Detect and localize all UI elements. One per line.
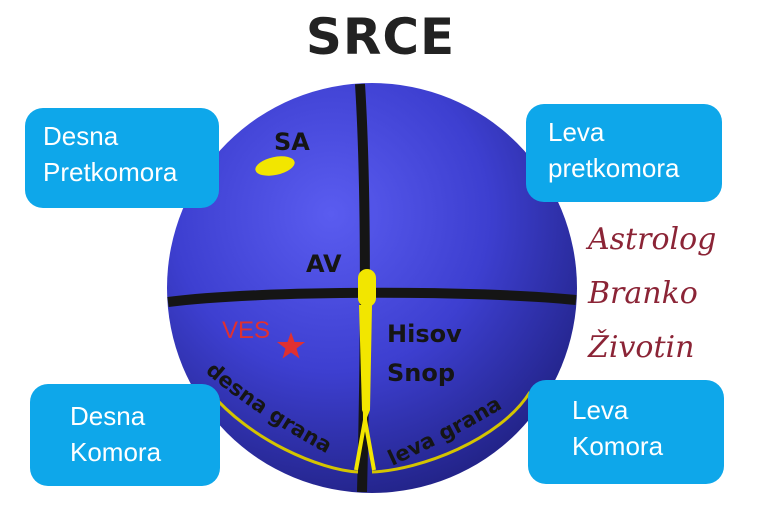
leva-pretkomora-line1: Leva xyxy=(548,117,605,147)
signature-line-3: Životin xyxy=(588,330,695,365)
sa-label: SA xyxy=(274,128,310,156)
leva-komora-line2: Komora xyxy=(572,431,664,461)
ves-label: VES xyxy=(222,317,270,344)
desna-komora-line1: Desna xyxy=(70,401,146,431)
hisov-snop-bundle xyxy=(359,305,372,420)
desna-komora-line2: Komora xyxy=(70,437,162,467)
snop-label: Snop xyxy=(387,359,455,387)
leva-komora-line1: Leva xyxy=(572,395,629,425)
desna-komora-box: Desna Komora xyxy=(30,384,220,486)
page-title: SRCE xyxy=(305,8,456,66)
signature-line-2: Branko xyxy=(588,276,698,311)
sa-node xyxy=(255,156,295,176)
leva-komora-box: Leva Komora xyxy=(528,380,724,484)
desna-grana-branch xyxy=(208,391,359,474)
ves-star-icon xyxy=(277,332,305,359)
signature-line-1: Astrolog xyxy=(588,222,717,257)
leva-pretkomora-line2: pretkomora xyxy=(548,153,680,183)
av-node xyxy=(358,269,376,307)
desna-pretkomora-line1: Desna xyxy=(43,121,119,151)
leva-grana-branch xyxy=(371,391,532,474)
av-label: AV xyxy=(306,250,342,278)
desna-pretkomora-box: Desna Pretkomora xyxy=(25,108,219,208)
desna-pretkomora-line2: Pretkomora xyxy=(43,157,178,187)
hisov-label: Hisov xyxy=(387,320,462,348)
leva-pretkomora-box: Leva pretkomora xyxy=(526,104,722,202)
